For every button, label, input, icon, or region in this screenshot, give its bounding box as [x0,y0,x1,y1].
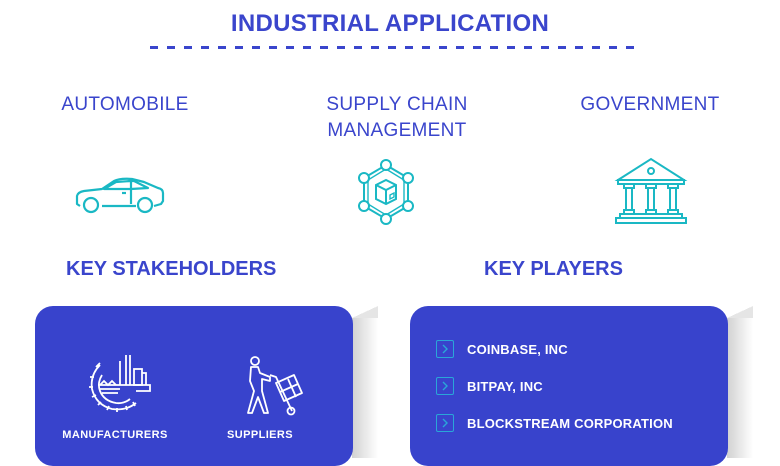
supply-chain-label-line2: MANAGEMENT [327,120,467,141]
player-label: BLOCKSTREAM CORPORATION [467,415,673,431]
chevron-right-icon [436,414,454,432]
panel-shadow [352,306,378,318]
hand-truck-worker-icon [247,356,303,416]
key-players-title: KEY PLAYERS [484,258,623,280]
chevron-right-icon [436,340,454,358]
supply-chain-label-line1: SUPPLY CHAIN [326,94,468,115]
supply-chain-label: SUPPLY CHAIN MANAGEMENT [297,92,497,144]
player-item-blockstream: BLOCKSTREAM CORPORATION [436,414,673,432]
panel-shadow [727,306,753,318]
manufacturers-label: MANUFACTURERS [62,429,168,441]
player-item-coinbase: COINBASE, INC [436,340,568,358]
suppliers-label: SUPPLIERS [227,429,293,441]
key-stakeholders-title: KEY STAKEHOLDERS [66,258,277,280]
supply-chain-network-icon [358,159,414,225]
automobile-label: AUTOMOBILE [61,94,189,115]
dashed-divider [150,46,642,49]
page-title: INDUSTRIAL APPLICATION [230,10,550,37]
player-label: BITPAY, INC [467,378,543,394]
chevron-right-icon [436,377,454,395]
factory-gear-icon [89,355,151,412]
panel-shadow [727,318,753,458]
players-panel [410,306,728,466]
government-label: GOVERNMENT [580,94,720,115]
stakeholders-panel [35,306,353,466]
car-icon [75,177,165,214]
player-item-bitpay: BITPAY, INC [436,377,543,395]
player-label: COINBASE, INC [467,341,568,357]
panel-shadow [352,318,378,458]
government-building-icon [614,157,688,224]
